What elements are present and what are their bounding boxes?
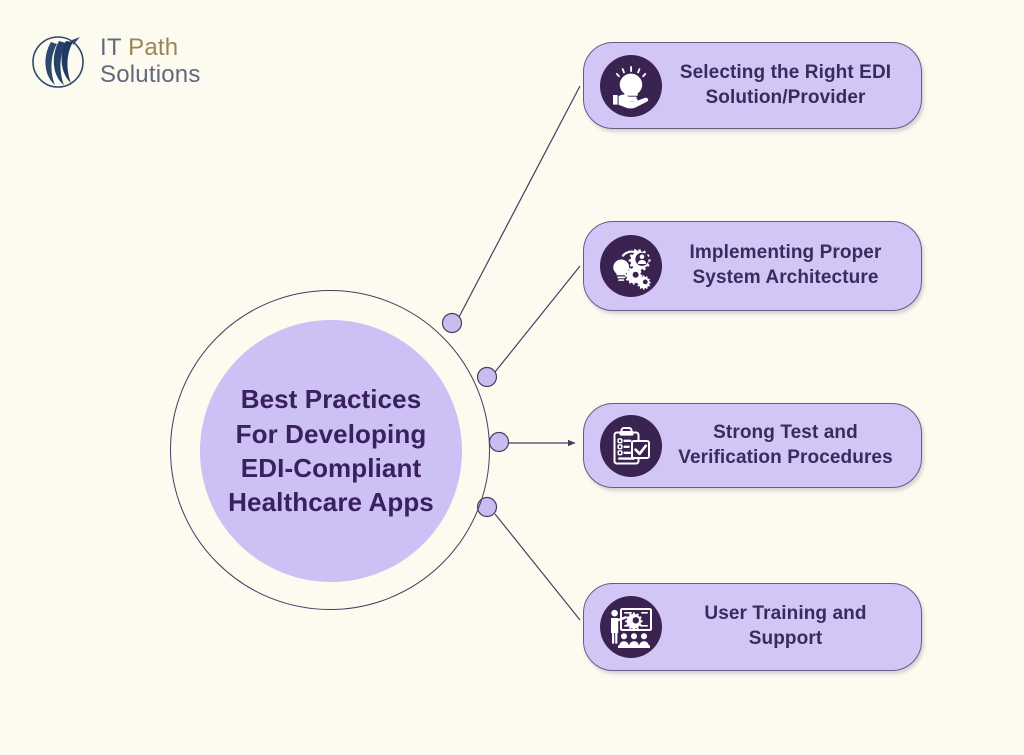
- lightbulb-gears-icon: [600, 235, 662, 297]
- logo-line-two: Solutions: [100, 61, 201, 88]
- card-label: Implementing Proper System Architecture: [689, 242, 882, 288]
- page-title: Best Practices For Developing EDI-Compli…: [228, 384, 434, 518]
- connector-line-1: [458, 85, 581, 318]
- brand-logo: IT Path Solutions: [28, 26, 258, 98]
- card-label: Selecting the Right EDI Solution/Provide…: [679, 61, 892, 108]
- logo-line-one: IT Path: [100, 34, 201, 62]
- connector-line-4: [494, 513, 581, 621]
- clipboard-checklist-icon: [600, 414, 662, 477]
- logo-wordmark: IT Path Solutions: [100, 34, 201, 89]
- connector-line-2: [494, 265, 581, 373]
- card-test-verification[interactable]: Strong Test and Verification Procedures: [583, 403, 922, 488]
- logo-path-text: Path: [128, 34, 179, 62]
- card-user-training-support[interactable]: User Training and Support: [583, 583, 922, 671]
- hub-outer-ring: [170, 290, 490, 610]
- hub-inner-disc: Best Practices For Developing EDI-Compli…: [200, 320, 462, 582]
- logo-it-text: IT: [100, 34, 129, 62]
- card-label: User Training and Support: [704, 603, 867, 649]
- card-system-architecture[interactable]: Implementing Proper System Architecture: [583, 221, 922, 311]
- card-label: Strong Test and Verification Procedures: [678, 421, 893, 468]
- training-presentation-icon: [600, 596, 662, 658]
- card-selecting-edi-solution[interactable]: Selecting the Right EDI Solution/Provide…: [583, 42, 922, 129]
- connector-node-3[interactable]: [488, 431, 510, 453]
- lightbulb-in-hand-icon: [600, 54, 662, 117]
- it-path-solutions-logo-mark: [32, 36, 84, 88]
- central-hub: Best Practices For Developing EDI-Compli…: [170, 290, 492, 612]
